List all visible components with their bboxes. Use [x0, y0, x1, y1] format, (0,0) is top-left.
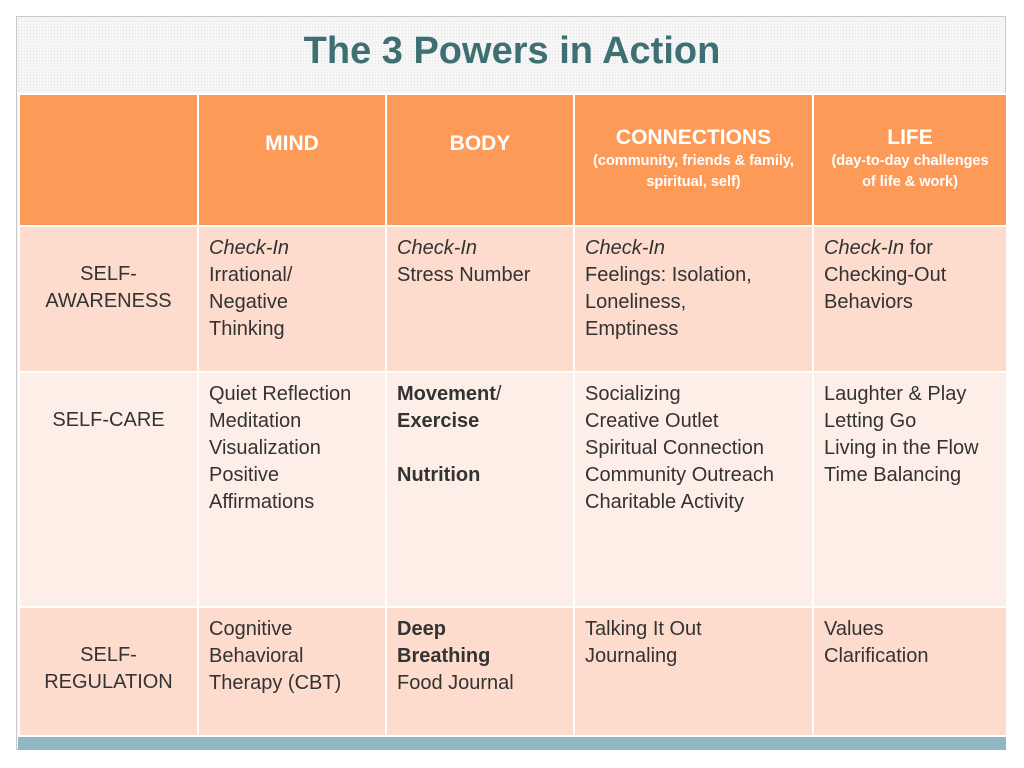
cell-line: Behavioral: [209, 645, 304, 667]
cell-spacer: [397, 435, 563, 462]
header-row: MIND BODY CONNECTIONS (community, friend…: [18, 93, 1008, 227]
header-connections-sub: (community, friends & family, spiritual,…: [593, 153, 794, 190]
cell-care-connections: Socializing Creative Outlet Spiritual Co…: [573, 371, 814, 608]
cell-line: Journaling: [585, 645, 678, 667]
cell-line: Talking It Out: [585, 618, 702, 640]
header-life-sub: (day-to-day challenges of life & work): [831, 153, 989, 190]
cell-line: Thinking: [209, 318, 285, 340]
cell-line: Loneliness,: [585, 291, 687, 313]
row-label-line: SELF-CARE: [52, 409, 165, 431]
cell-bold: Breathing: [397, 645, 491, 667]
title-text: The 3 Powers in Action: [303, 30, 721, 72]
cell-line: Food Journal: [397, 672, 514, 694]
cell-line: Socializing: [585, 383, 681, 405]
header-mind: MIND: [197, 93, 387, 227]
cell-line: Spiritual Connection: [585, 437, 764, 459]
cell-line: Irrational/: [209, 264, 293, 286]
row-self-care: SELF-CARE Quiet Reflection Meditation Vi…: [18, 371, 1008, 608]
header-body: BODY: [385, 93, 575, 227]
slide-title: The 3 Powers in Action: [0, 30, 1024, 73]
cell-line: Feelings: Isolation,: [585, 264, 752, 286]
cell-bold: Exercise: [397, 410, 480, 432]
cell-bold: Nutrition: [397, 464, 481, 486]
cell-line: Laughter & Play: [824, 383, 967, 405]
cell-line: Creative Outlet: [585, 410, 719, 432]
header-connections-label: CONNECTIONS: [615, 126, 772, 149]
cell-awareness-life: Check-In for Checking-Out Behaviors: [812, 225, 1008, 373]
row-label-self-awareness: SELF- AWARENESS: [18, 225, 199, 373]
cell-line: Clarification: [824, 645, 929, 667]
powers-table: MIND BODY CONNECTIONS (community, friend…: [18, 93, 1008, 737]
cell-line: Letting Go: [824, 410, 917, 432]
cell-line: Living in the Flow: [824, 437, 979, 459]
header-life-label: LIFE: [887, 126, 933, 149]
cell-text: for: [904, 237, 933, 259]
header-body-label: BODY: [449, 132, 511, 155]
cell-line: Emptiness: [585, 318, 679, 340]
cell-line: Negative: [209, 291, 288, 313]
cell-text: /: [495, 383, 502, 405]
cell-line: Stress Number: [397, 264, 531, 286]
cell-italic: Check-In: [209, 237, 290, 259]
row-label-line: REGULATION: [44, 671, 173, 693]
bottom-accent-bar: [18, 737, 1006, 750]
cell-care-body: Movement/ Exercise Nutrition: [385, 371, 575, 608]
cell-italic: Check-In: [397, 237, 478, 259]
cell-awareness-connections: Check-In Feelings: Isolation, Loneliness…: [573, 225, 814, 373]
header-mind-label: MIND: [265, 132, 319, 155]
cell-line: Positive: [209, 464, 280, 486]
header-connections: CONNECTIONS (community, friends & family…: [573, 93, 814, 227]
cell-line: Community Outreach: [585, 464, 774, 486]
cell-bold: Movement: [397, 383, 496, 405]
row-self-awareness: SELF- AWARENESS Check-In Irrational/ Neg…: [18, 225, 1008, 373]
header-life: LIFE (day-to-day challenges of life & wo…: [812, 93, 1008, 227]
cell-line: Meditation: [209, 410, 302, 432]
row-self-regulation: SELF- REGULATION Cognitive Behavioral Th…: [18, 606, 1008, 737]
header-corner-cell: [18, 93, 199, 227]
cell-line: Visualization: [209, 437, 321, 459]
cell-line: Charitable Activity: [585, 491, 744, 513]
cell-bold: Deep: [397, 618, 446, 640]
cell-care-life: Laughter & Play Letting Go Living in the…: [812, 371, 1008, 608]
cell-line: Behaviors: [824, 291, 913, 313]
cell-line: Time Balancing: [824, 464, 962, 486]
cell-line: Values: [824, 618, 884, 640]
row-label-line: SELF-: [80, 263, 137, 285]
cell-line: Checking-Out: [824, 264, 947, 286]
cell-line: Therapy (CBT): [209, 672, 342, 694]
cell-regulation-life: Values Clarification: [812, 606, 1008, 737]
cell-line: Cognitive: [209, 618, 293, 640]
cell-line: Affirmations: [209, 491, 315, 513]
cell-regulation-body: Deep Breathing Food Journal: [385, 606, 575, 737]
cell-regulation-connections: Talking It Out Journaling: [573, 606, 814, 737]
cell-regulation-mind: Cognitive Behavioral Therapy (CBT): [197, 606, 387, 737]
cell-line: Quiet Reflection: [209, 383, 352, 405]
cell-awareness-mind: Check-In Irrational/ Negative Thinking: [197, 225, 387, 373]
row-label-self-regulation: SELF- REGULATION: [18, 606, 199, 737]
cell-italic: Check-In: [824, 237, 905, 259]
cell-italic: Check-In: [585, 237, 666, 259]
cell-awareness-body: Check-In Stress Number: [385, 225, 575, 373]
cell-care-mind: Quiet Reflection Meditation Visualizatio…: [197, 371, 387, 608]
row-label-self-care: SELF-CARE: [18, 371, 199, 608]
row-label-line: SELF-: [80, 644, 137, 666]
row-label-line: AWARENESS: [45, 290, 172, 312]
